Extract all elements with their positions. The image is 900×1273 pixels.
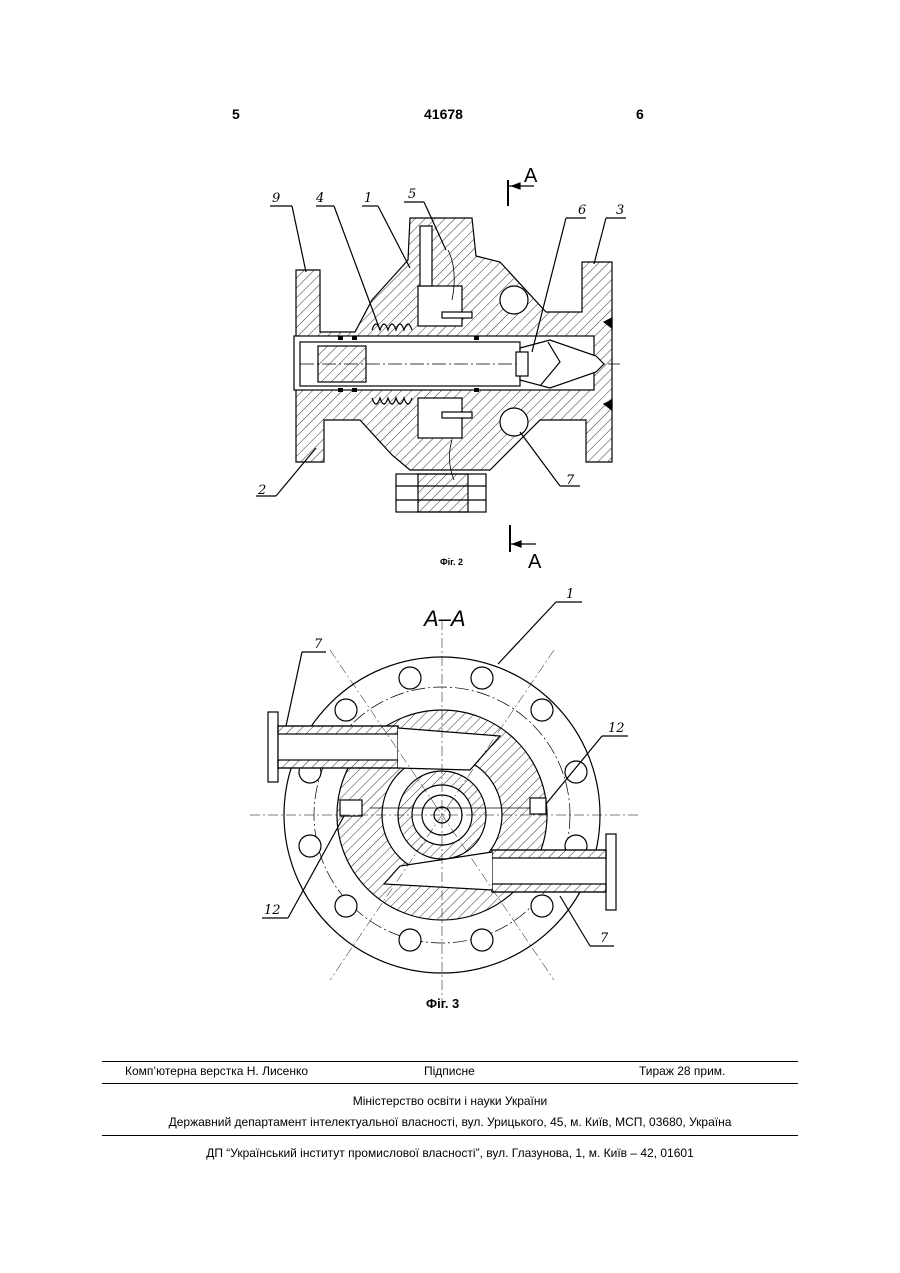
fig3-section-title: A–A [422,606,466,631]
footer-department: Державний департамент інтелектуальної вл… [0,1115,900,1129]
footer-rule-middle [102,1083,798,1084]
footer-signed: Підписне [424,1064,475,1078]
section-marker-top: A [524,165,538,187]
fig2-label-7: 7 [566,473,575,488]
figure-3-drawing [250,602,640,1010]
fig3-label-12-left: 12 [264,903,281,918]
fig2-label-9: 9 [272,191,280,206]
footer-rule-top [102,1061,798,1062]
figure-2-caption: Фіг. 2 [440,557,463,567]
figure-3-caption: Фіг. 3 [426,996,459,1011]
footer-institute: ДП “Український інститут промислової вла… [0,1146,900,1160]
fig3-label-1: 1 [566,587,574,602]
fig3-label-12-right: 12 [608,721,625,736]
fig2-label-5: 5 [408,187,416,202]
fig2-label-2: 2 [257,483,266,498]
fig3-label-7-top: 7 [314,637,323,652]
fig2-label-4: 4 [315,191,324,206]
fig2-label-3: 3 [616,203,624,218]
footer-ministry: Міністерство освіти і науки України [0,1094,900,1108]
section-marker-bottom: A [528,551,542,573]
footer-typesetting: Комп’ютерна верстка Н. Лисенко [125,1064,308,1078]
fig3-label-7-bottom: 7 [600,931,609,946]
figure-2-drawing [256,180,626,552]
footer-circulation: Тираж 28 прим. [639,1064,725,1078]
fig2-label-6: 6 [578,203,586,218]
fig2-label-1: 1 [364,191,372,206]
footer-rule-bottom [102,1135,798,1136]
